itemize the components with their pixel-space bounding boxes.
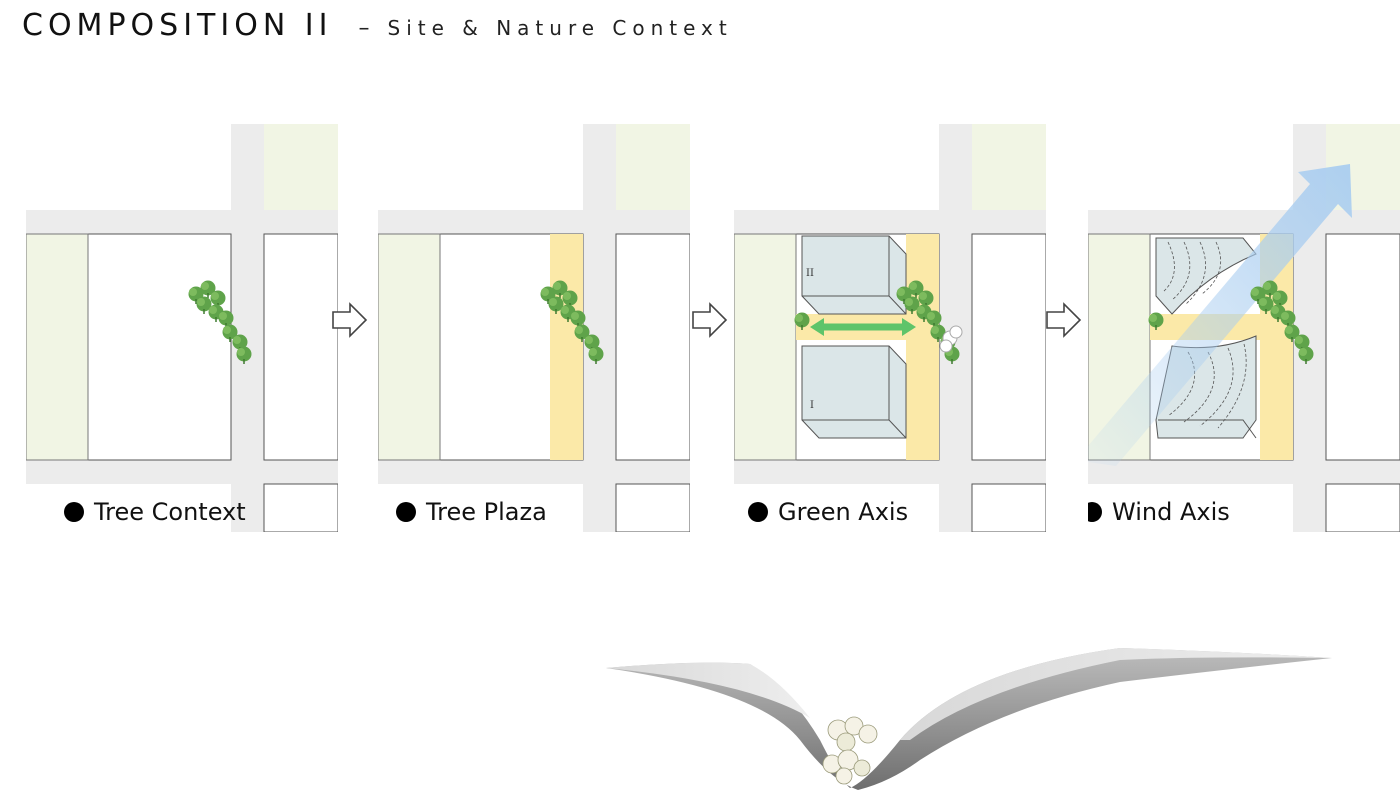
- panel-tree-context: Tree Context: [26, 124, 338, 532]
- title-separator: –: [358, 16, 370, 41]
- bullet-icon: [748, 502, 768, 522]
- arrow-right-icon: [1046, 302, 1082, 338]
- caption-wind-axis: Wind Axis: [1088, 492, 1230, 532]
- bullet-icon: [64, 502, 84, 522]
- title-main: COMPOSITION II: [22, 8, 333, 43]
- flower-tree-icon: [822, 716, 878, 785]
- caption-tree-context: Tree Context: [64, 492, 246, 532]
- arrow-right-icon: [332, 302, 368, 338]
- landform-sculpture: [606, 648, 1332, 790]
- panel-tree-plaza: Tree Plaza: [378, 124, 690, 532]
- caption-text: Tree Context: [94, 498, 246, 526]
- block-lower-label: I: [810, 400, 814, 411]
- bullet-icon: [1088, 502, 1102, 522]
- block-upper-label: II: [806, 268, 814, 279]
- arrow-right-icon: [692, 302, 728, 338]
- panel-wind-axis: Wind Axis: [1088, 124, 1400, 532]
- title-subtitle: Site & Nature Context: [387, 16, 733, 40]
- wind-axis-arrow-icon: [1088, 164, 1352, 466]
- caption-green-axis: Green Axis: [748, 492, 908, 532]
- building-block-upper: [801, 235, 907, 315]
- caption-tree-plaza: Tree Plaza: [396, 492, 547, 532]
- diagram-green-axis: II I: [734, 124, 1046, 532]
- bullet-icon: [396, 502, 416, 522]
- page-title: COMPOSITION II – Site & Nature Context: [22, 8, 733, 43]
- diagram-wind-axis: [1088, 124, 1400, 532]
- caption-text: Green Axis: [778, 498, 909, 526]
- tree-outline-icon: [939, 325, 963, 353]
- diagram-tree-context: [26, 124, 338, 532]
- caption-text: Wind Axis: [1112, 498, 1230, 526]
- diagram-tree-plaza: [378, 124, 690, 532]
- building-block-lower: [801, 345, 907, 439]
- panel-green-axis: II I Green Axis: [734, 124, 1046, 532]
- caption-text: Tree Plaza: [426, 498, 547, 526]
- green-axis-arrow-icon: [810, 318, 916, 336]
